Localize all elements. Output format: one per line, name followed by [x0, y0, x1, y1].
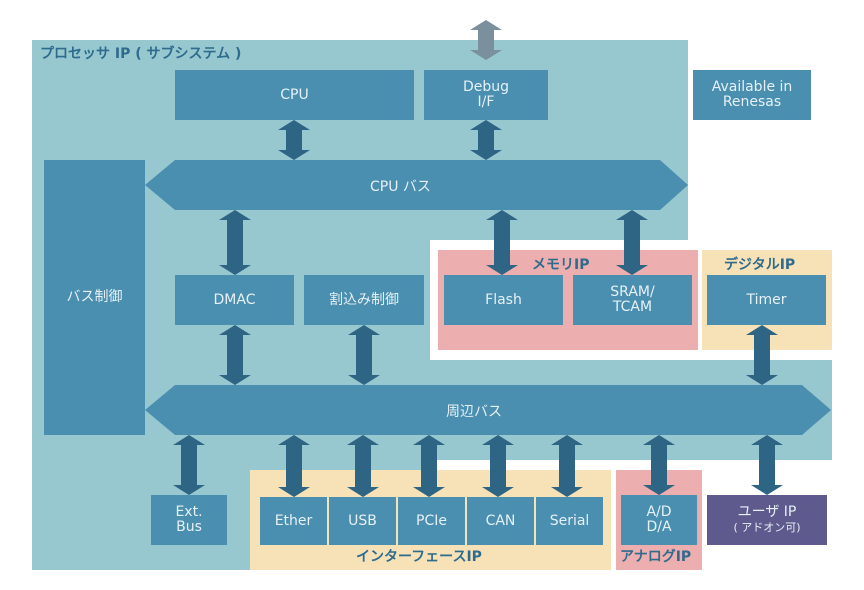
analog-ip-label: アナログIP: [620, 549, 692, 565]
serial-block[interactable]: Serial: [536, 497, 603, 545]
peripheral-bus-label: 周辺バス: [446, 404, 502, 420]
bus-control-block[interactable]: バス制御: [44, 160, 145, 435]
usb-block[interactable]: USB: [329, 497, 396, 545]
available-label-line2: Renesas: [722, 94, 782, 110]
serial-label: Serial: [549, 512, 590, 529]
ether-block[interactable]: Ether: [260, 497, 327, 545]
flash-label: Flash: [485, 291, 522, 308]
debug-label-line2: I/F: [477, 94, 495, 110]
available-in-renesas-legend: Available in Renesas: [693, 70, 811, 120]
cpu-bus-label: CPU バス: [370, 179, 431, 195]
sram-label-line1: SRAM/: [610, 284, 655, 300]
memory-ip-label: メモリIP: [532, 257, 590, 273]
available-label-line1: Available in: [711, 79, 793, 95]
pcie-block[interactable]: PCIe: [398, 497, 465, 545]
ad-da-label-line1: A/D: [646, 504, 672, 520]
pcie-label: PCIe: [416, 512, 447, 529]
cpu-label: CPU: [280, 86, 309, 103]
ad-da-label-line2: D/A: [646, 519, 672, 535]
user-ip-block[interactable]: ユーザ IP ( アドオン可): [707, 495, 827, 545]
user-ip-label-line1: ユーザ IP: [737, 504, 797, 520]
interface-ip-label: インターフェースIP: [356, 549, 482, 565]
flash-block[interactable]: Flash: [444, 275, 563, 325]
sram-label-line2: TCAM: [612, 299, 653, 315]
debug-if-block[interactable]: Debug I/F: [424, 70, 548, 120]
debug-label-line1: Debug: [462, 79, 510, 95]
ether-label: Ether: [274, 512, 313, 529]
interrupt-control-block[interactable]: 割込み制御: [304, 275, 424, 325]
timer-label: Timer: [746, 291, 787, 308]
user-ip-label-line2: ( アドオン可): [733, 521, 801, 534]
ext-bus-label-line1: Ext.: [175, 504, 203, 520]
timer-block[interactable]: Timer: [707, 275, 826, 325]
sram-tcam-block[interactable]: SRAM/ TCAM: [573, 275, 692, 325]
dmac-block[interactable]: DMAC: [175, 275, 294, 325]
bus-control-label: バス制御: [66, 289, 123, 305]
can-label: CAN: [485, 512, 516, 529]
digital-ip-label: デジタルIP: [724, 257, 796, 273]
ext-bus-label-line2: Bus: [176, 519, 202, 535]
can-block[interactable]: CAN: [467, 497, 534, 545]
processor-ip-label: プロセッサ IP ( サブシステム ): [40, 46, 242, 62]
ext-bus-block[interactable]: Ext. Bus: [151, 495, 227, 545]
dmac-label: DMAC: [213, 291, 256, 308]
cpu-block[interactable]: CPU: [175, 70, 414, 120]
usb-label: USB: [348, 512, 377, 529]
ad-da-block[interactable]: A/D D/A: [621, 495, 697, 545]
processor-ip-region-bus-band: [32, 360, 832, 460]
interrupt-control-label: 割込み制御: [329, 291, 399, 308]
